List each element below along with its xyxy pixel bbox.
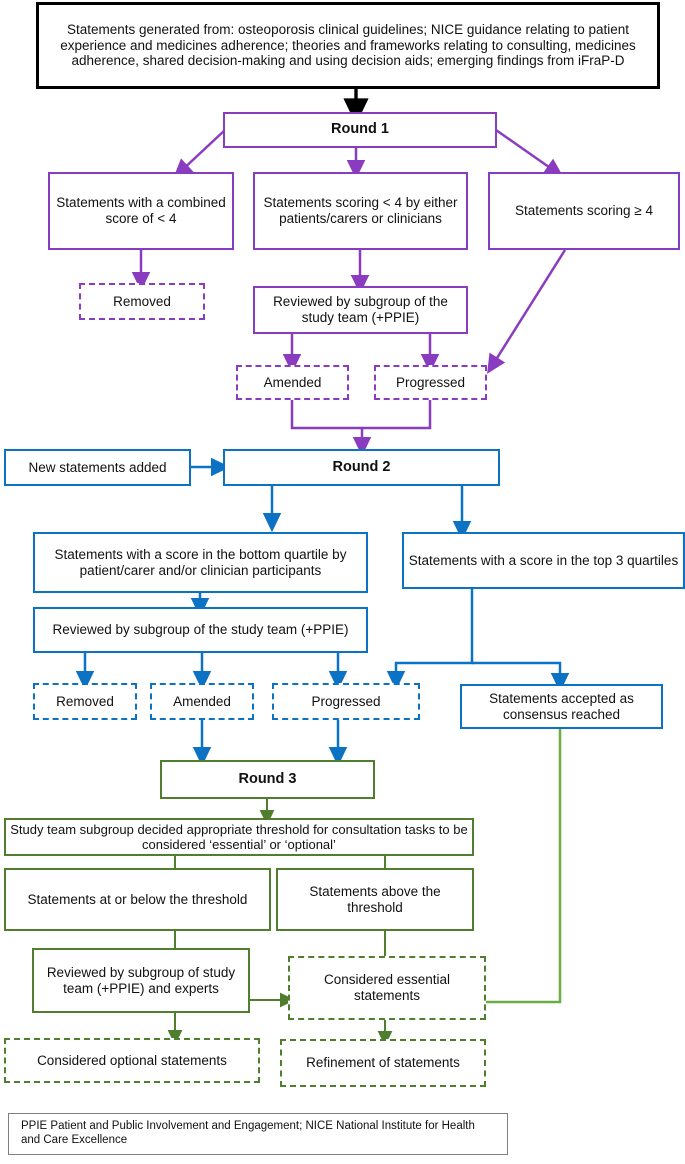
legend-box: PPIE Patient and Public Involvement and … [8,1113,508,1155]
round3-optional-text: Considered optional statements [37,1052,227,1068]
round3-above-threshold-box[interactable]: Statements above the threshold [276,868,474,931]
round2-amended-box[interactable]: Amended [150,683,254,720]
round3-at-or-below-box[interactable]: Statements at or below the threshold [4,868,271,931]
round1-either-low-box[interactable]: Statements scoring < 4 by either patient… [253,172,468,250]
round3-threshold-decision-box[interactable]: Study team subgroup decided appropriate … [4,818,474,856]
round2-top-quartiles-text: Statements with a score in the top 3 qua… [408,552,679,568]
round2-top-quartiles-box[interactable]: Statements with a score in the top 3 qua… [402,532,685,589]
round2-bottom-quartile-box[interactable]: Statements with a score in the bottom qu… [33,532,368,593]
round-3-header-box[interactable]: Round 3 [160,760,375,799]
round2-consensus-box[interactable]: Statements accepted as consensus reached [460,684,663,729]
round-2-label: Round 2 [332,458,391,475]
round2-amended-text: Amended [173,693,231,709]
round1-scoring-high-text: Statements scoring ≥ 4 [515,203,653,219]
round3-reviewed-experts-text: Reviewed by subgroup of study team (+PPI… [46,964,236,996]
round2-removed-text: Removed [56,693,114,709]
round2-new-statements-box[interactable]: New statements added [4,449,191,486]
round-1-label: Round 1 [331,121,389,138]
round2-reviewed-box[interactable]: Reviewed by subgroup of the study team (… [33,607,368,653]
round1-scoring-high-box[interactable]: Statements scoring ≥ 4 [488,172,680,250]
round-2-header-box[interactable]: Round 2 [223,449,500,486]
round2-removed-box[interactable]: Removed [33,683,137,720]
round1-combined-low-box[interactable]: Statements with a combined score of < 4 [48,172,234,250]
round1-amended-text: Amended [263,374,322,390]
source-statements-box: Statements generated from: osteoporosis … [36,2,660,89]
round2-progressed-box[interactable]: Progressed [272,683,420,720]
round2-new-statements-text: New statements added [28,459,167,475]
legend-text: PPIE Patient and Public Involvement and … [21,1120,475,1146]
round1-removed-text: Removed [113,293,171,309]
round-1-header-box[interactable]: Round 1 [223,112,497,148]
round3-at-or-below-text: Statements at or below the threshold [27,891,248,907]
round2-reviewed-text: Reviewed by subgroup of the study team (… [52,622,349,638]
round3-threshold-decision-text: Study team subgroup decided appropriate … [10,821,468,852]
round2-bottom-quartile-text: Statements with a score in the bottom qu… [54,546,347,578]
round3-optional-box[interactable]: Considered optional statements [4,1038,260,1083]
round1-reviewed-text: Reviewed by subgroup of the study team (… [273,294,448,325]
round3-refinement-box[interactable]: Refinement of statements [280,1039,486,1087]
round3-essential-box[interactable]: Considered essential statements [288,956,486,1020]
round3-refinement-text: Refinement of statements [306,1055,460,1071]
round3-essential-text: Considered essential statements [323,972,451,1003]
source-statements-text: Statements generated from: osteoporosis … [60,21,636,69]
round1-progressed-box[interactable]: Progressed [374,365,487,400]
round1-reviewed-box[interactable]: Reviewed by subgroup of the study team (… [253,286,468,334]
round1-either-low-text: Statements scoring < 4 by either patient… [263,195,458,226]
round-3-label: Round 3 [238,770,297,787]
round1-combined-low-text: Statements with a combined score of < 4 [56,195,226,226]
round2-consensus-text: Statements accepted as consensus reached [489,690,634,722]
round3-reviewed-experts-box[interactable]: Reviewed by subgroup of study team (+PPI… [32,948,250,1013]
round1-amended-box[interactable]: Amended [236,365,349,400]
round1-progressed-text: Progressed [395,374,466,390]
round2-progressed-text: Progressed [311,693,381,709]
round1-removed-box[interactable]: Removed [79,283,205,320]
round3-above-threshold-text: Statements above the threshold [309,883,441,915]
